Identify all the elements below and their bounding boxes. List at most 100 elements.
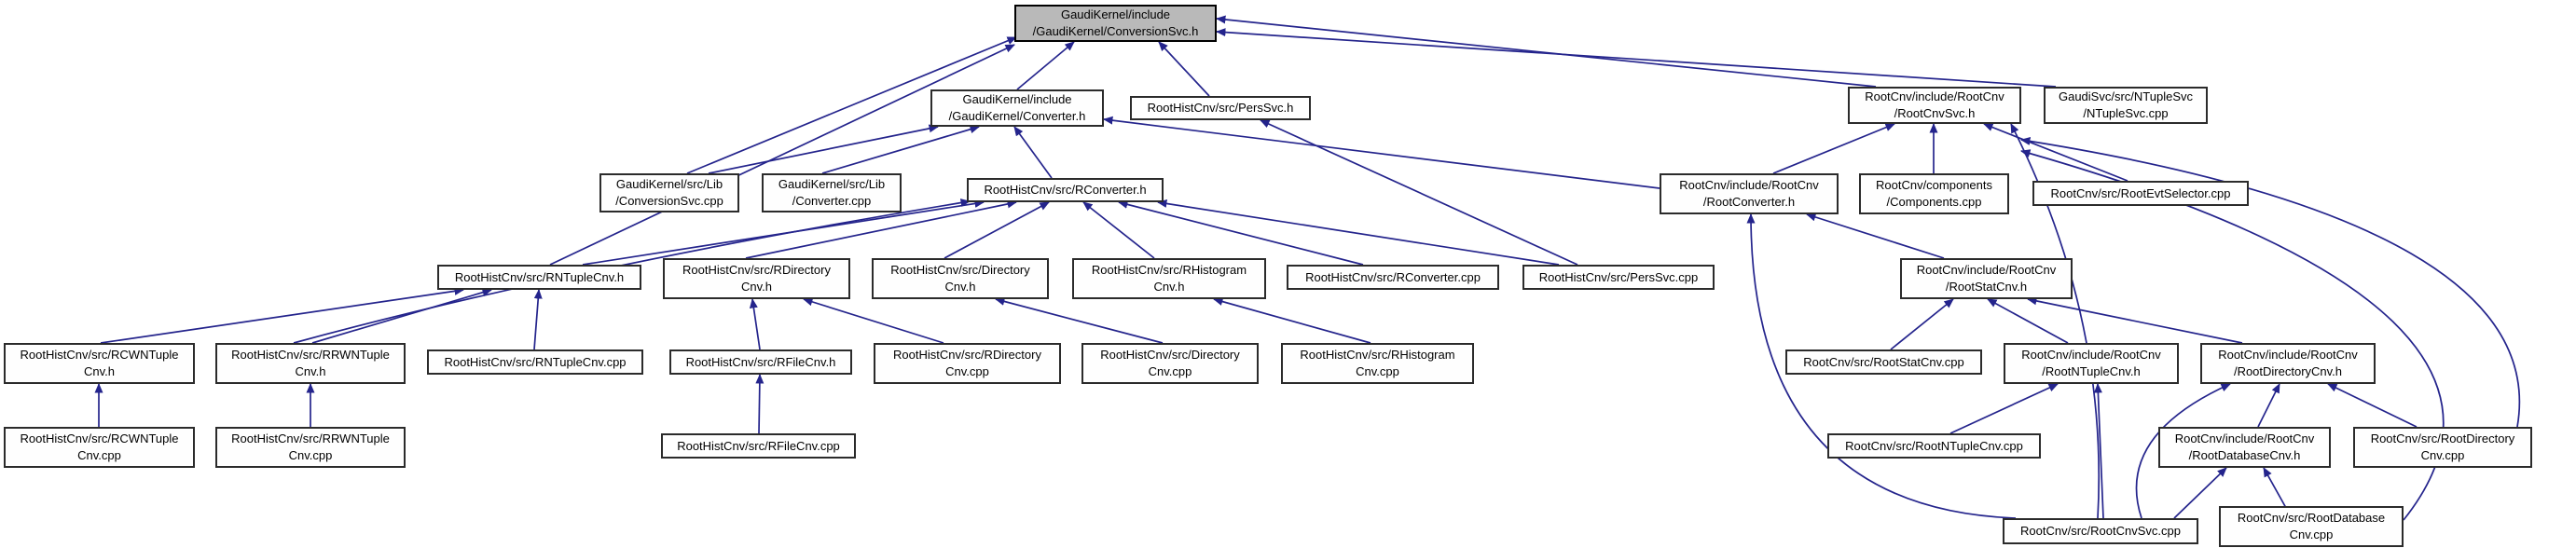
include-edge-directorycnv_cpp-to-directorycnv_h — [995, 297, 1164, 344]
include-edge-rootstatcnv_h-to-rootconverter_h — [1806, 212, 1945, 259]
node-label-line: /RootDirectoryCnv.h — [2233, 364, 2343, 378]
node-perssvc_cpp[interactable]: RootHistCnv/src/PersSvc.cpp — [1522, 265, 1715, 290]
node-label-line: RootHistCnv/src/RHistogram — [1300, 348, 1455, 362]
node-rfilecnv_cpp[interactable]: RootHistCnv/src/RFileCnv.cpp — [661, 433, 856, 459]
include-edge-perssvc_cpp-to-rconverter_h — [1157, 199, 1560, 266]
include-edge-perssvc_h-to-conversionsvc_h — [1158, 41, 1210, 97]
include-edge-rntuplecnv_cpp-to-rntuplecnv_h — [533, 289, 543, 350]
include-edge-converter_cpp-to-converter_h — [821, 125, 980, 174]
node-rootdirectorycnv_h[interactable]: RootCnv/include/RootCnv/RootDirectoryCnv… — [2200, 343, 2376, 384]
node-label-line: GaudiKernel/include — [962, 92, 1072, 106]
node-label-line: Cnv.cpp — [288, 448, 333, 462]
include-edge-conversionsvc_cpp-to-converter_h — [708, 124, 939, 174]
include-edge-rootconverter_h-to-converter_h — [1103, 116, 1660, 189]
node-conversionsvc_cpp[interactable]: GaudiKernel/src/Lib/ConversionSvc.cpp — [599, 173, 739, 212]
node-converter_cpp[interactable]: GaudiKernel/src/Lib/Converter.cpp — [762, 173, 902, 212]
node-perssvc_h[interactable]: RootHistCnv/src/PersSvc.h — [1130, 96, 1311, 120]
node-label-line: RootCnv/src/RootCnvSvc.cpp — [2020, 524, 2181, 538]
node-rconverter_h[interactable]: RootHistCnv/src/RConverter.h — [967, 178, 1164, 202]
node-rootconverter_h[interactable]: RootCnv/include/RootCnv/RootConverter.h — [1660, 173, 1839, 214]
include-edge-rootntuplecnv_h-to-rootstatcnv_h — [1987, 298, 2069, 344]
include-edge-rrwntuplecnv_h-to-rntuplecnv_h — [311, 288, 492, 344]
node-label-line: /NTupleSvc.cpp — [2083, 106, 2169, 120]
include-edge-rootcnvsvc_cpp-to-rootconverter_h — [1746, 213, 2017, 519]
node-rootevtselector_cpp[interactable]: RootCnv/src/RootEvtSelector.cpp — [2032, 181, 2249, 206]
node-conversionsvc_h: GaudiKernel/include/GaudiKernel/Conversi… — [1014, 5, 1217, 42]
node-label-line: /RootNTupleCnv.h — [2042, 364, 2141, 378]
node-ntuplesvc_cpp[interactable]: GaudiSvc/src/NTupleSvc/NTupleSvc.cpp — [2044, 87, 2208, 124]
node-label-line: Cnv.cpp — [2420, 448, 2465, 462]
include-edge-directorycnv_h-to-rconverter_h — [944, 201, 1050, 259]
node-label-line: GaudiKernel/src/Lib — [778, 177, 886, 191]
node-label-line: RootCnv/src/RootEvtSelector.cpp — [2050, 185, 2231, 200]
node-label-line: RootHistCnv/src/Directory — [890, 263, 1030, 277]
node-label-line: Cnv.h — [741, 280, 772, 294]
node-label-line: /Converter.cpp — [792, 194, 872, 208]
node-label-line: Cnv.h — [1153, 280, 1185, 294]
node-rconverter_cpp[interactable]: RootHistCnv/src/RConverter.cpp — [1287, 265, 1499, 290]
include-edge-rdirectorycnv_h-to-rconverter_h — [745, 199, 1017, 259]
node-label-line: RootHistCnv/src/RNTupleCnv.cpp — [444, 354, 627, 369]
node-rntuplecnv_h[interactable]: RootHistCnv/src/RNTupleCnv.h — [437, 265, 641, 290]
include-edge-rootcnvsvc_cpp-to-rootcnvsvc_h — [2010, 123, 2101, 519]
node-label-line: RootHistCnv/src/RFileCnv.h — [685, 354, 836, 369]
node-label-line: RootHistCnv/src/Directory — [1100, 348, 1240, 362]
include-edge-rootdirectorycnv_cpp-to-rootcnvsvc_h — [2020, 137, 2521, 428]
include-edge-rhistogramcnv_h-to-rconverter_h — [1082, 201, 1155, 259]
node-label-line: RootCnv/include/RootCnv — [2021, 348, 2161, 362]
node-label-line: /GaudiKernel/Converter.h — [948, 109, 1086, 123]
node-rootcnvsvc_cpp[interactable]: RootCnv/src/RootCnvSvc.cpp — [2003, 518, 2198, 544]
include-edge-rootdatabasecnv_cpp-to-rootdatabasecnv_h — [2263, 467, 2287, 509]
include-edge-rootconverter_h-to-rootcnvsvc_h — [1772, 123, 1895, 174]
node-rootstatcnv_h[interactable]: RootCnv/include/RootCnv/RootStatCnv.h — [1900, 258, 2073, 299]
include-edge-rntuplecnv_h-to-conversionsvc_h — [549, 44, 1015, 266]
node-label-line: RootCnv/include/RootCnv — [1865, 89, 2004, 103]
include-edge-rdirectorycnv_cpp-to-rdirectorycnv_h — [803, 297, 944, 344]
node-label-line: RootCnv/components — [1875, 178, 1992, 192]
node-label-line: GaudiSvc/src/NTupleSvc — [2058, 89, 2193, 103]
node-rootcnvsvc_h[interactable]: RootCnv/include/RootCnv/RootCnvSvc.h — [1848, 87, 2021, 124]
node-rootdatabasecnv_h[interactable]: RootCnv/include/RootCnv/RootDatabaseCnv.… — [2158, 427, 2331, 468]
node-label-line: RootHistCnv/src/PersSvc.cpp — [1538, 269, 1699, 284]
include-edge-converter_h-to-conversionsvc_h — [1016, 41, 1075, 90]
node-rootstatcnv_cpp[interactable]: RootCnv/src/RootStatCnv.cpp — [1785, 349, 1982, 375]
node-rfilecnv_h[interactable]: RootHistCnv/src/RFileCnv.h — [669, 349, 852, 375]
node-label-line: Cnv.cpp — [77, 448, 121, 462]
node-label-line: RootCnv/include/RootCnv — [2174, 432, 2315, 445]
node-label-line: RootHistCnv/src/RCWNTuple — [20, 348, 179, 362]
node-components_cpp[interactable]: RootCnv/components/Components.cpp — [1859, 173, 2009, 214]
node-label-line: RootHistCnv/src/RRWNTuple — [231, 432, 390, 445]
include-edge-rfilecnv_h-to-rdirectorycnv_h — [749, 298, 761, 350]
node-label-line: RootCnv/include/RootCnv — [1916, 263, 2057, 277]
node-label-line: RootHistCnv/src/PersSvc.h — [1147, 101, 1294, 115]
node-label-line: Cnv.cpp — [1148, 364, 1192, 378]
node-label-line: /Components.cpp — [1886, 195, 1982, 209]
include-edge-rootstatcnv_cpp-to-rootstatcnv_h — [1890, 298, 1954, 350]
include-edge-rfilecnv_cpp-to-rfilecnv_h — [755, 374, 765, 434]
node-label-line: /RootStatCnv.h — [1945, 280, 2028, 294]
node-label-line: Cnv.h — [84, 364, 115, 378]
node-rntuplecnv_cpp[interactable]: RootHistCnv/src/RNTupleCnv.cpp — [427, 349, 643, 375]
node-rootntuplecnv_h[interactable]: RootCnv/include/RootCnv/RootNTupleCnv.h — [2004, 343, 2179, 384]
node-label-line: Cnv.cpp — [2289, 527, 2334, 541]
node-label-line: RootHistCnv/src/RFileCnv.cpp — [677, 438, 840, 453]
include-edge-rootdirectorycnv_cpp-to-rootdirectorycnv_h — [2327, 383, 2418, 428]
include-edge-rootcnvsvc_cpp-to-rootdirectorycnv_h — [2135, 383, 2231, 519]
node-rootntuplecnv_cpp[interactable]: RootCnv/src/RootNTupleCnv.cpp — [1827, 433, 2041, 459]
include-edge-rootcnvsvc_cpp-to-rootntuplecnv_h — [2093, 383, 2104, 519]
node-converter_h[interactable]: GaudiKernel/include/GaudiKernel/Converte… — [930, 89, 1104, 127]
node-label-line: RootCnv/src/RootDatabase — [2237, 511, 2386, 525]
